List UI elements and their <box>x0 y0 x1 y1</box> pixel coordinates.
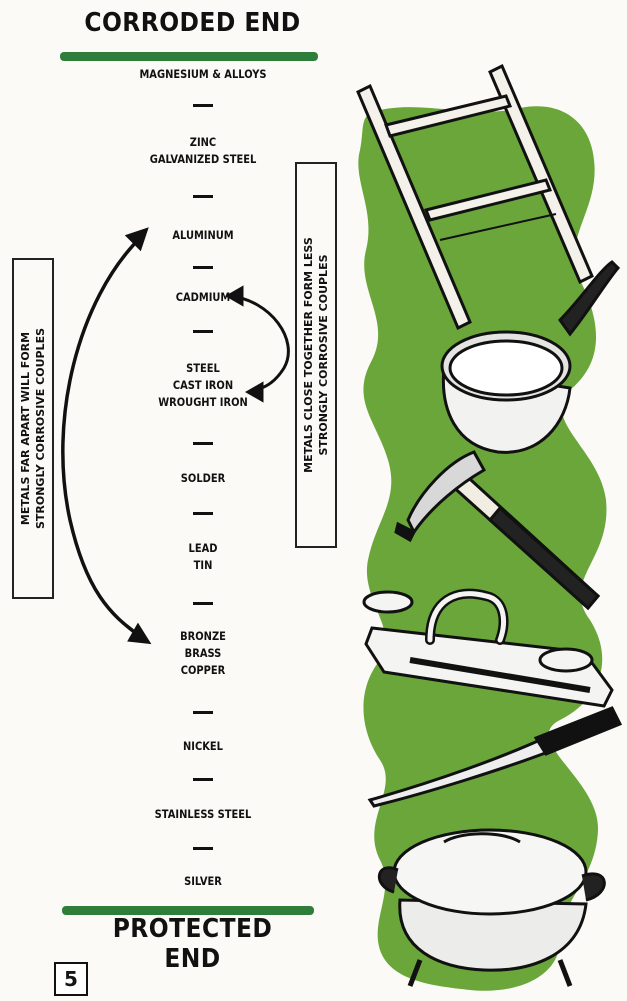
metal-magnesium: MAGNESIUM & ALLOYS <box>96 66 311 83</box>
metal-bronze: BRONZE BRASS COPPER <box>96 628 311 679</box>
far-apart-label: METALS FAR APART WILL FORM STRONGLY CORR… <box>12 258 54 599</box>
separator-dash <box>193 442 213 445</box>
metal-lead-tin: LEAD TIN <box>96 540 311 574</box>
separator-dash <box>193 195 213 198</box>
separator-dash <box>193 330 213 333</box>
metal-zinc: ZINC GALVANIZED STEEL <box>96 134 311 168</box>
separator-dash <box>193 847 213 850</box>
protected-end-heading: PROTECTED END <box>73 914 312 974</box>
separator-dash <box>193 711 213 714</box>
metal-aluminum: ALUMINUM <box>96 227 311 244</box>
metal-nickel: NICKEL <box>96 738 311 755</box>
separator-dash <box>193 778 213 781</box>
metal-solder: SOLDER <box>96 470 311 487</box>
top-green-rule <box>60 52 318 61</box>
metal-silver: SILVER <box>96 873 311 890</box>
separator-dash <box>193 602 213 605</box>
separator-dash <box>193 512 213 515</box>
page-number: 5 <box>54 962 88 996</box>
separator-dash <box>193 266 213 269</box>
separator-dash <box>193 104 213 107</box>
corroded-end-heading: CORRODED END <box>73 8 312 38</box>
metal-steel: STEEL CAST IRON WROUGHT IRON <box>96 360 311 411</box>
metal-cadmium: CADMIUM <box>96 289 311 306</box>
metal-stainless: STAINLESS STEEL <box>96 806 311 823</box>
close-together-label: METALS CLOSE TOGETHER FORM LESS STRONGLY… <box>295 162 337 548</box>
